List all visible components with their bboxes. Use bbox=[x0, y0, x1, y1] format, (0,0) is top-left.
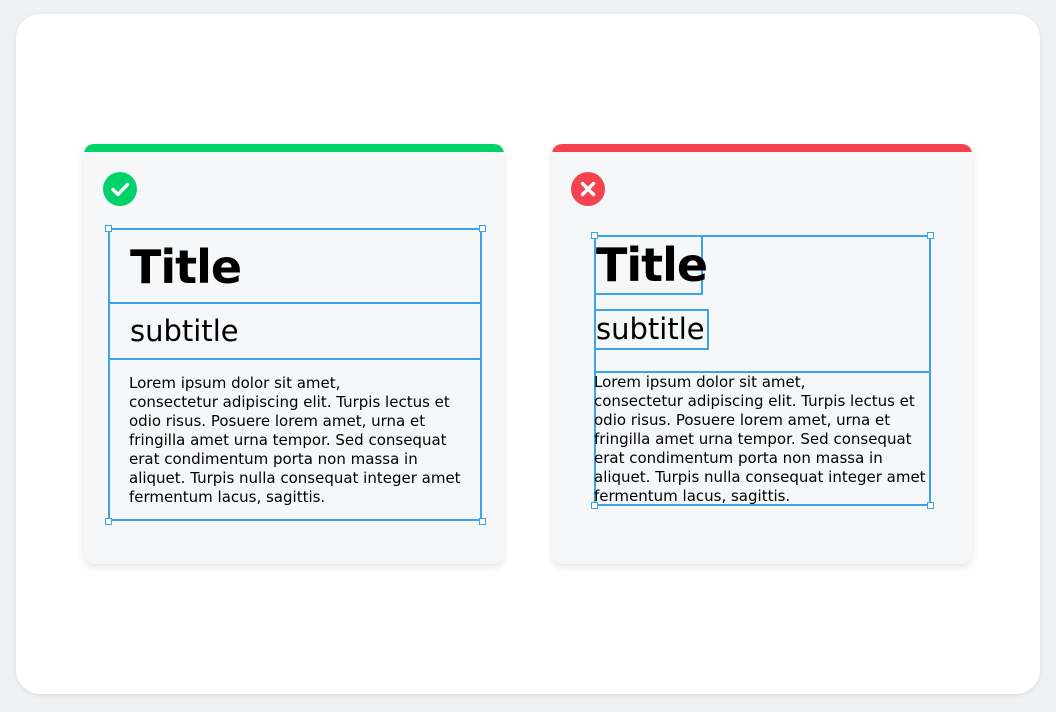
body-line: fermentum lacus, sagittis. bbox=[594, 487, 791, 505]
title-section: Title bbox=[110, 230, 480, 304]
subtitle-section: subtitle bbox=[110, 304, 480, 360]
body-line: fringilla amet urna tempor. Sed consequa… bbox=[129, 431, 447, 449]
misaligned-frame bbox=[594, 235, 931, 506]
title-text: Title bbox=[130, 240, 242, 294]
body-text: Lorem ipsum dolor sit amet, consectetur … bbox=[594, 373, 926, 506]
body-line: Lorem ipsum dolor sit amet, bbox=[129, 374, 341, 392]
resize-handle-bottom-left bbox=[105, 518, 112, 525]
resize-handle-bottom-right bbox=[927, 502, 934, 509]
resize-handle-top-left bbox=[591, 232, 598, 239]
body-line: aliquet. Turpis nulla consequat integer … bbox=[594, 468, 926, 486]
body-line: fermentum lacus, sagittis. bbox=[129, 488, 326, 506]
error-accent-bar bbox=[552, 144, 972, 152]
body-line: erat condimentum porta non massa in bbox=[129, 450, 418, 468]
body-line: Lorem ipsum dolor sit amet, bbox=[594, 373, 806, 391]
body-line: erat condimentum porta non massa in bbox=[594, 449, 883, 467]
body-line: consectetur adipiscing elit. Turpis lect… bbox=[129, 393, 450, 411]
body-line: fringilla amet urna tempor. Sed consequa… bbox=[594, 430, 912, 448]
resize-handle-bottom-right bbox=[479, 518, 486, 525]
resize-handle-top-left bbox=[105, 225, 112, 232]
incorrect-example-card: Title subtitle Lorem ipsum dolor sit ame… bbox=[552, 144, 972, 564]
body-line: consectetur adipiscing elit. Turpis lect… bbox=[594, 392, 915, 410]
subtitle-text: subtitle bbox=[130, 314, 239, 348]
body-line: aliquet. Turpis nulla consequat integer … bbox=[129, 469, 461, 487]
body-text: Lorem ipsum dolor sit amet, consectetur … bbox=[129, 374, 469, 507]
success-accent-bar bbox=[84, 144, 504, 152]
subtitle-box: subtitle bbox=[594, 309, 709, 350]
title-text: Title bbox=[596, 238, 708, 292]
resize-handle-top-right bbox=[479, 225, 486, 232]
resize-handle-top-right bbox=[927, 232, 934, 239]
body-box: Lorem ipsum dolor sit amet, consectetur … bbox=[594, 371, 931, 506]
resize-handle-bottom-left bbox=[591, 502, 598, 509]
checkmark-icon bbox=[103, 172, 137, 206]
subtitle-text: subtitle bbox=[596, 312, 705, 346]
cross-icon bbox=[571, 172, 605, 206]
body-line: odio risus. Posuere lorem amet, urna et bbox=[594, 411, 891, 429]
body-line: odio risus. Posuere lorem amet, urna et bbox=[129, 412, 426, 430]
title-box: Title bbox=[594, 235, 708, 295]
auto-layout-frame: Title subtitle Lorem ipsum dolor sit ame… bbox=[108, 228, 482, 521]
correct-example-card: Title subtitle Lorem ipsum dolor sit ame… bbox=[84, 144, 504, 564]
